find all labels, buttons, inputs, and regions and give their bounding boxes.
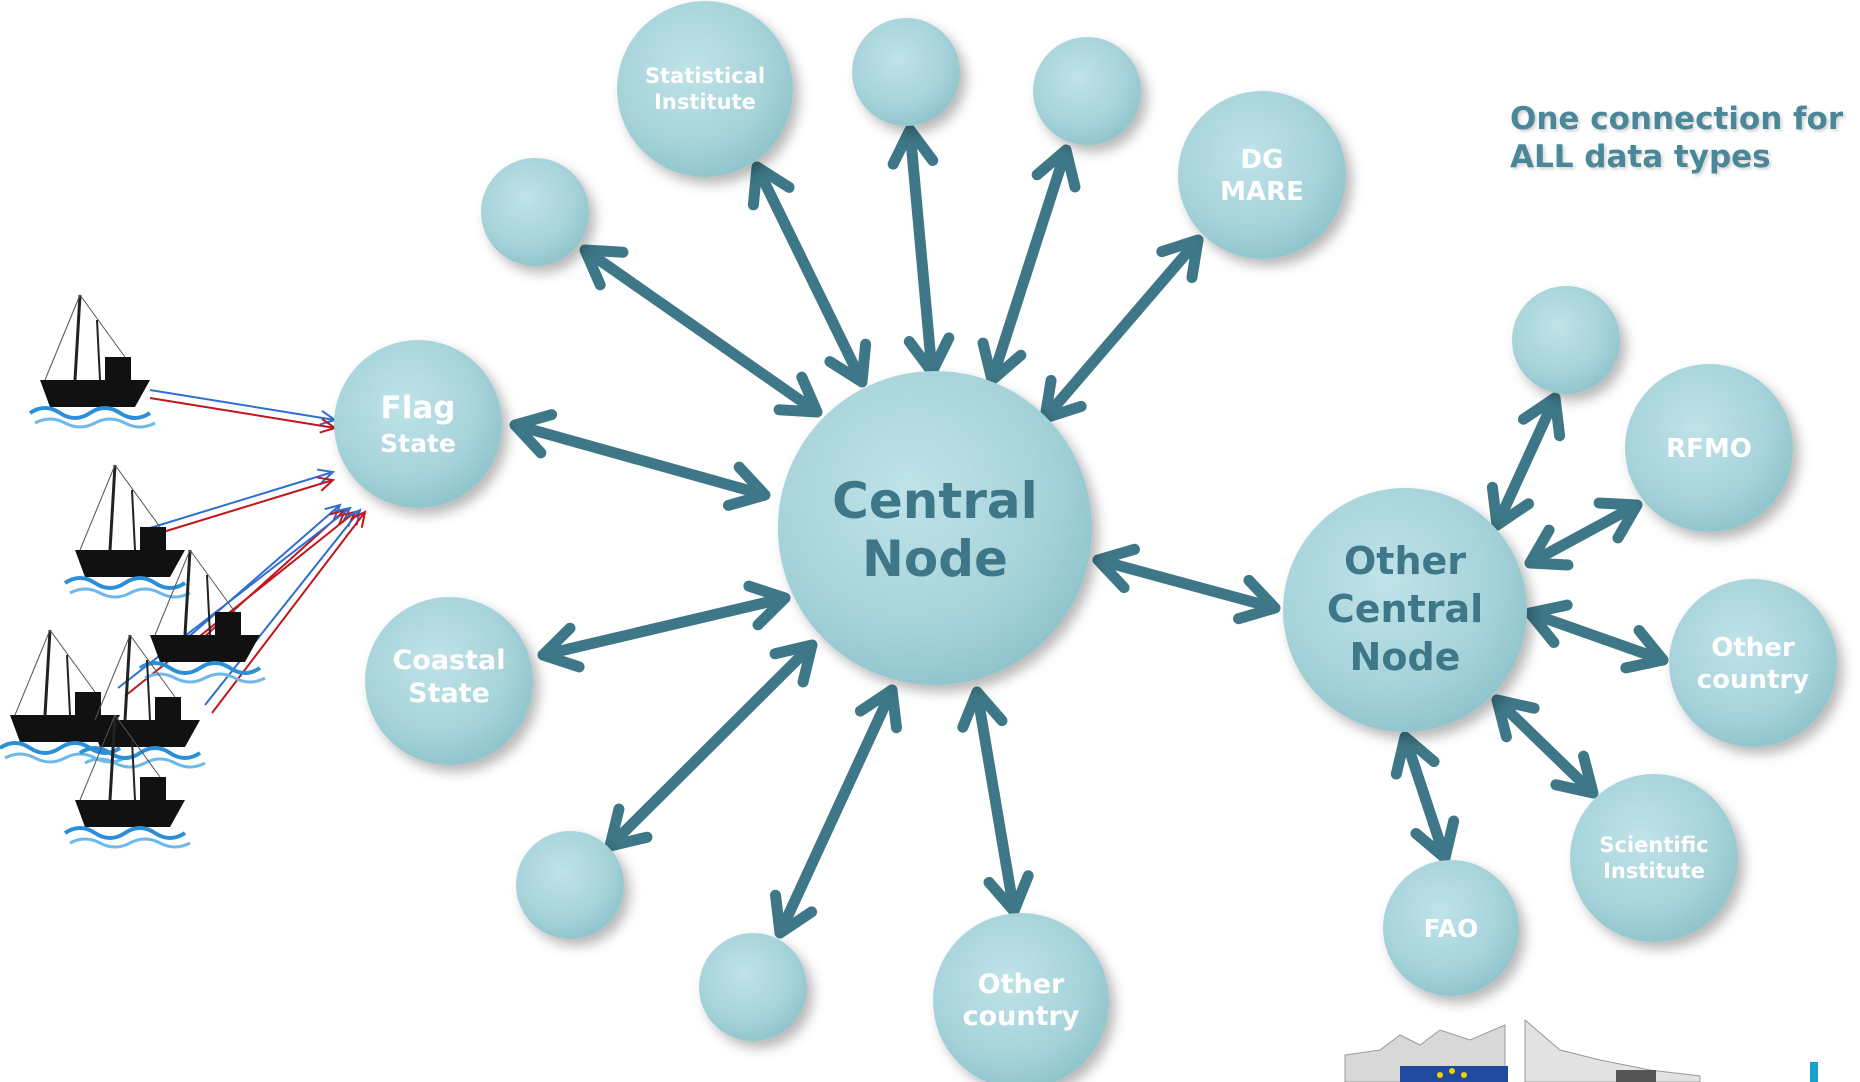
fishing-boat-icon [63,464,191,599]
arrow-central-to-other-country-bottom [957,686,1034,917]
unlabeled-node-bottom-left [516,831,624,939]
statistical-institute-node [617,1,793,177]
arrow-central-to-flag-state [509,409,771,511]
other-central-node [1283,488,1527,732]
vessel-report-line [184,503,342,641]
european-commission-logo [1344,1018,1818,1082]
rfmo-node [1625,364,1793,532]
unlabeled-node-left [481,158,589,266]
fishing-boat-icon [28,294,156,429]
arrow-central-to-top-node-1 [887,124,955,378]
arrow-central-to-dg-mare [1039,234,1204,424]
statistical-institute-line2: Institute [654,90,756,114]
connection-arrows [509,124,1669,939]
central-node-line2: Node [862,530,1008,588]
coastal-state-node [365,597,533,765]
arrow-other-central-to-scientific [1491,694,1599,799]
fishing-boat-icon [138,549,266,684]
rfmo-label: RFMO [1666,434,1752,464]
fao-label: FAO [1424,914,1479,943]
coastal-state-line1: Coastal [392,645,505,676]
arrow-other-central-to-fao [1390,731,1460,864]
other-central-line1: Other [1344,539,1466,583]
eu-flag-icon [1400,1066,1508,1082]
dg-mare-line1: DG [1241,145,1284,175]
arrow-other-central-to-other-country [1524,599,1669,674]
other-central-line2: Central [1327,587,1483,631]
dg-mare-line2: MARE [1220,177,1304,207]
unlabeled-node-top-2 [1033,37,1141,145]
fishing-boat-icon [78,634,206,769]
vessel-report-line [149,476,336,537]
scientific-institute-node [1570,774,1738,942]
arrow-central-to-left-node [579,244,823,418]
tagline-line1: One connection for [1510,101,1844,137]
flag-state-node [334,340,502,508]
vessel-report-line [117,506,352,689]
flag-state-line2: State [380,429,456,458]
vessel-report-lines [117,389,367,714]
fao-node [1383,860,1519,996]
coastal-state-line2: State [408,678,490,709]
arrow-other-central-to-right-node [1486,392,1566,531]
arrow-central-to-top-node-2 [977,144,1081,386]
other-country-bottom-line2: country [963,1001,1080,1032]
flag-state-line1: Flag [381,390,456,426]
tagline-line2: ALL data types [1510,139,1771,175]
arrow-central-to-coastal-state [537,580,791,673]
arrow-central-to-bottom-left-node [604,639,818,852]
fishing-vessels [0,294,266,849]
other-central-line3: Node [1350,635,1461,679]
vessel-report-line [149,468,336,529]
tagline: One connection for ALL data types [1510,100,1843,176]
other-country-right-node [1669,579,1837,747]
arrow-other-central-to-rfmo [1524,497,1643,571]
vessel-report-line [149,389,338,426]
other-country-bottom-node [933,913,1109,1082]
arrow-central-to-other-central [1092,543,1281,625]
central-node [778,371,1092,685]
other-country-bottom-line1: Other [978,969,1065,1000]
unlabeled-node-top-1 [852,18,960,126]
dg-mare-node [1178,91,1346,259]
arrow-central-to-statistical-institute [747,161,872,388]
scientific-institute-line1: Scientific [1599,833,1708,857]
other-country-right-line2: country [1697,665,1810,695]
arrow-central-to-bottom-node [770,684,902,939]
central-node-line1: Central [832,472,1038,530]
statistical-institute-line1: Statistical [645,64,765,88]
scientific-institute-line2: Institute [1603,859,1705,883]
unlabeled-node-right [1512,286,1620,394]
unlabeled-node-bottom [699,933,807,1041]
other-country-right-line1: Other [1711,633,1795,663]
fishing-boat-icon [63,714,191,849]
